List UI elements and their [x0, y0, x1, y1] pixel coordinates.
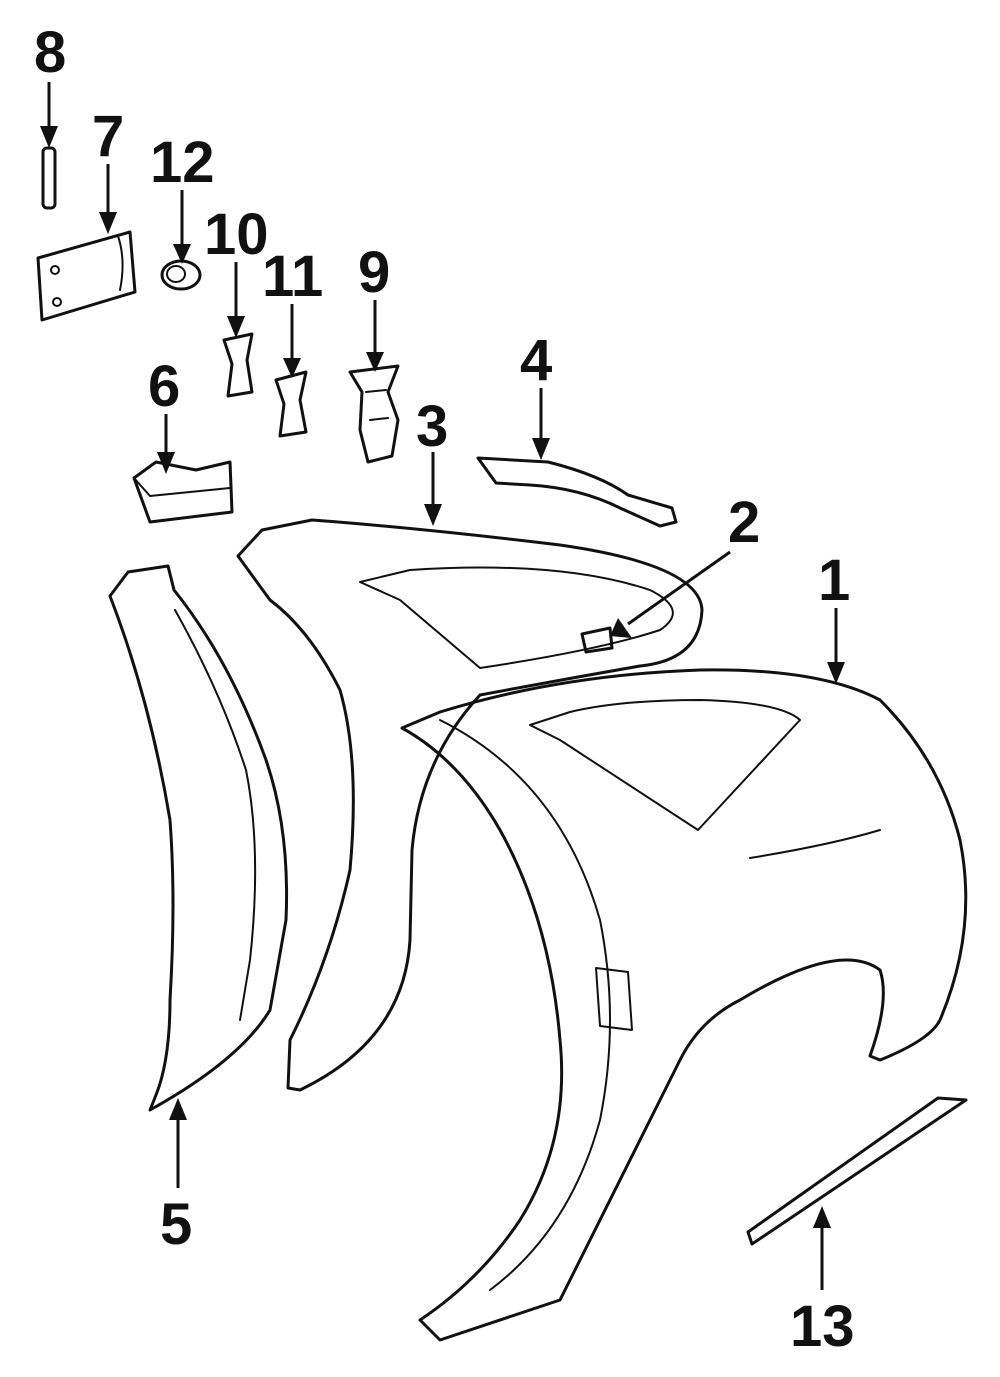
callout-3: 3 [416, 394, 448, 459]
part-6-extension [132, 460, 234, 524]
callout-1: 1 [818, 548, 850, 613]
callout-12: 12 [150, 130, 215, 195]
part-13-molding [746, 1096, 968, 1246]
callout-4: 4 [520, 328, 552, 393]
part-12-grommet [160, 259, 202, 291]
part-5-pillar [108, 564, 289, 1112]
part-7-plate [36, 230, 137, 322]
callout-10: 10 [204, 202, 269, 267]
part-10-bracket [222, 332, 254, 398]
part-9-bracket [348, 364, 400, 464]
callout-9: 9 [358, 240, 390, 305]
leader-lines [40, 82, 845, 1290]
callout-8: 8 [34, 20, 66, 85]
callout-7: 7 [92, 104, 124, 169]
callout-13: 13 [790, 1294, 855, 1359]
part-8-pin [41, 146, 57, 210]
part-2-small-bracket [580, 626, 614, 654]
callout-5: 5 [160, 1192, 192, 1257]
part-1-quarter-panel [400, 668, 968, 1342]
callout-11: 11 [262, 244, 323, 309]
part-4-rail [476, 456, 678, 528]
callout-6: 6 [148, 354, 180, 419]
part-3-inner-panel [236, 518, 704, 1092]
part-11-bracket [274, 370, 308, 438]
callout-2: 2 [728, 490, 760, 555]
